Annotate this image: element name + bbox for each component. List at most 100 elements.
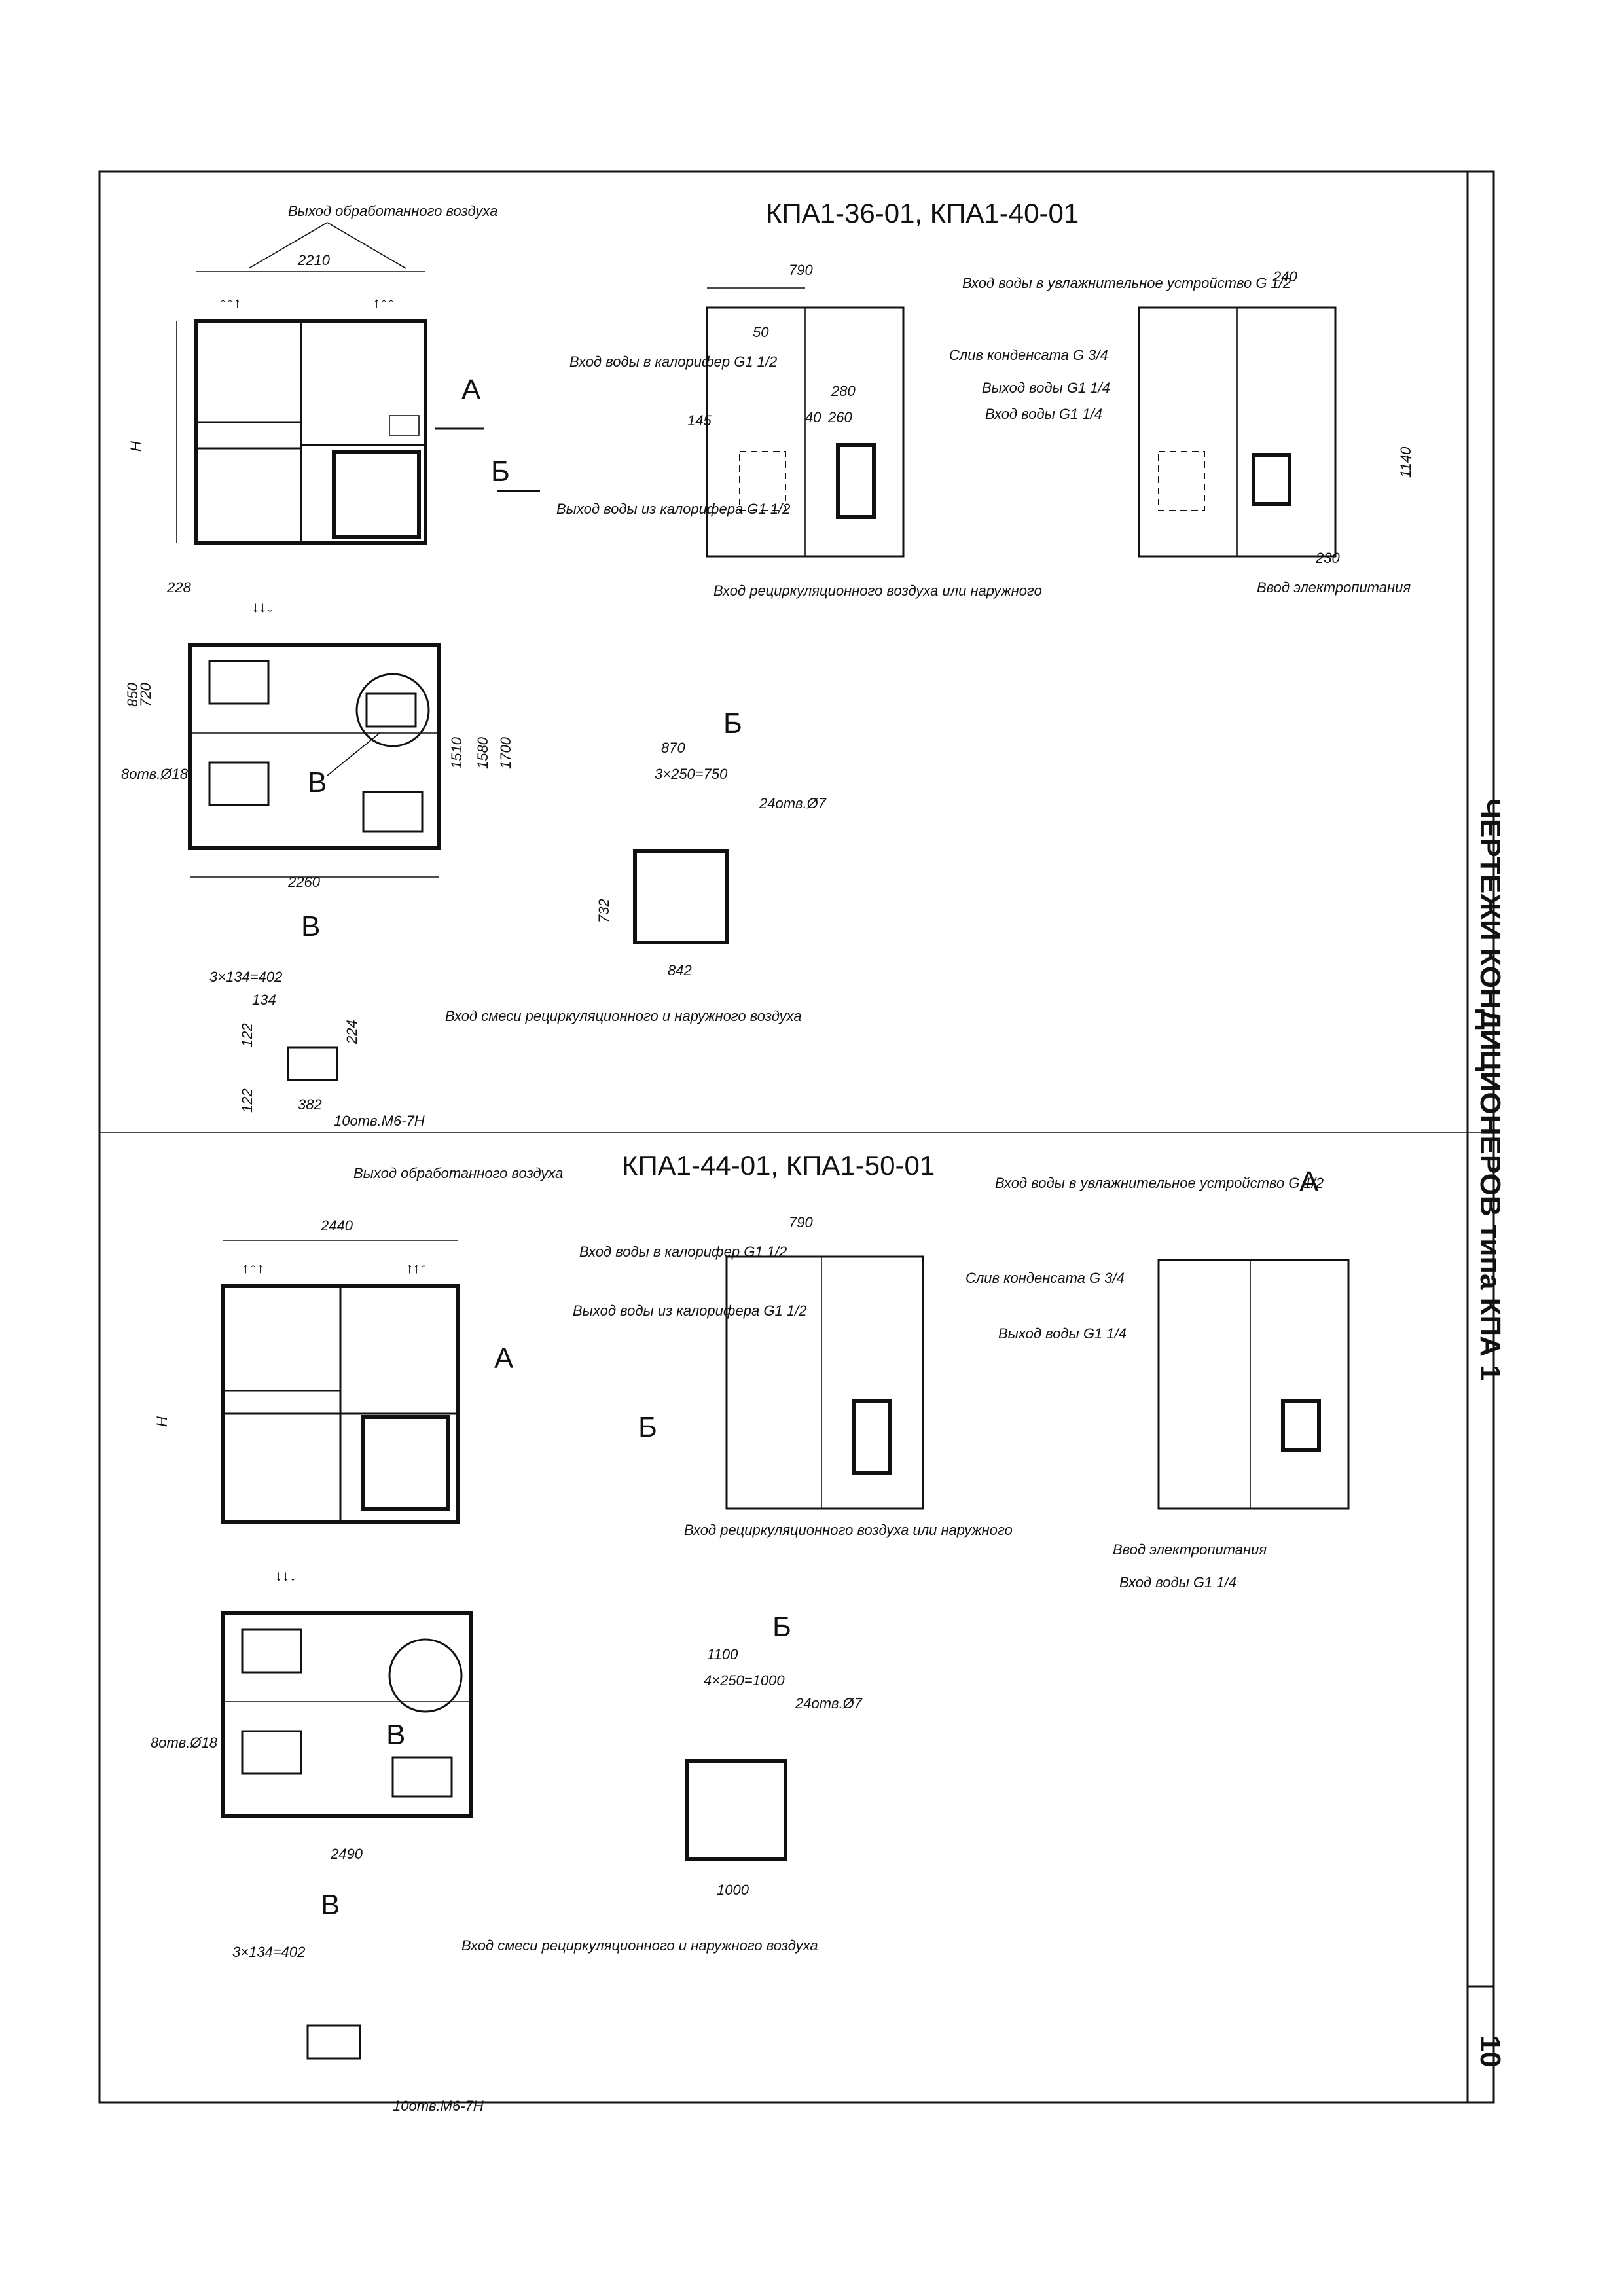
bottom-arrows-right: ↑↑↑ [406,1260,427,1276]
bottom-plan-opening-3 [391,1756,453,1798]
top-dim-3x134: 3×134=402 [209,969,282,985]
bottom-section-B-label: Б [772,1611,791,1643]
top-plan-view: 228 ↓↓↓ В 850 720 1510 1580 1700 8отв.Ø1… [121,579,514,942]
bottom-detail-V-rect [306,2024,361,2060]
bottom-mix-inlet: Вход смеси рециркуляционного и наружного… [461,1937,818,1954]
top-dim-122a: 122 [239,1023,255,1047]
top-dim-228: 228 [166,579,191,596]
top-front-flange [332,450,421,539]
top-side-view-B: 240 Вход воды в увлажнительное устройств… [949,268,1414,596]
bottom-plan-detail-circle [388,1638,463,1713]
bottom-dim-3x134: 3×134=402 [232,1944,305,1960]
bottom-dim-2440: 2440 [320,1217,353,1234]
bottom-dim-2490: 2490 [330,1846,363,1862]
bottom-front-view: Выход обработанного воздуха 2440 ↑↑↑ ↑↑↑… [154,1165,563,1524]
top-dim-224: 224 [344,1020,360,1045]
top-dim-732: 732 [596,899,612,923]
top-dim-850: 850 [124,683,141,707]
top-side-B-coil [1252,453,1291,506]
bottom-dim-1000: 1000 [717,1882,749,1898]
bottom-humid-water-in: Вход воды в увлажнительное устройство G … [995,1175,1324,1191]
top-plan-opening-3 [362,791,424,833]
top-dim-1140: 1140 [1398,446,1414,478]
top-detail-V-rect [287,1046,338,1081]
bottom-plan-view: ↓↓↓ В 8отв.Ø18 2490 В [151,1568,473,1921]
top-section-B: Б 870 3×250=750 24отв.Ø7 842 732 Вход см… [445,708,827,1024]
bottom-side-view-B: А Вход воды в увлажнительное устройство … [965,1166,1350,1590]
top-water-in-14: Вход воды G1 1/4 [985,406,1102,422]
top-dim-842: 842 [668,962,692,978]
bottom-front-flange [361,1415,450,1511]
bottom-view-label-A: А [494,1342,514,1374]
top-water-in-heater: Вход воды в калорифер G1 1/2 [569,353,777,370]
top-arrows-left: ↑↑↑ [219,295,241,311]
top-plan-arrows: ↓↓↓ [252,599,274,615]
bottom-dim-4x250: 4×250=1000 [704,1672,785,1689]
top-dim-790: 790 [789,262,813,278]
top-title: КПА1-36-01, КПА1-40-01 [766,198,1079,228]
top-dim-134: 134 [252,992,276,1008]
top-dim-2260: 2260 [287,874,321,890]
bottom-side-body [725,1255,924,1510]
top-view-label-B: Б [491,456,510,488]
bottom-water-out-heater: Выход воды из калорифера G1 1/2 [573,1302,806,1319]
bottom-dim-1100: 1100 [707,1646,738,1662]
top-dim-720: 720 [137,683,154,707]
bottom-water-out-14: Выход воды G1 1/4 [998,1325,1127,1342]
bottom-side-B-label: А [1299,1166,1319,1198]
top-side-view-A: 790 Вход воды в калорифер G1 1/2 Выход в… [556,262,1042,599]
top-control-panel [389,415,420,436]
top-front-body [194,319,427,545]
top-power-in: Ввод электропитания [1257,579,1411,596]
bottom-section-B-flange [685,1759,787,1861]
bottom-power-in: Ввод электропитания [1113,1541,1267,1558]
bottom-side-B-body [1157,1259,1350,1510]
bottom-holes-24: 24отв.Ø7 [795,1695,863,1712]
top-mix-inlet: Вход смеси рециркуляционного и наружного… [445,1008,802,1024]
bottom-water-in-14: Вход воды G1 1/4 [1119,1574,1236,1590]
bottom-plan-opening-1 [241,1628,302,1674]
top-dim-280: 280 [831,383,856,399]
bottom-condensate: Слив конденсата G 3/4 [965,1270,1125,1286]
top-dim-1580: 1580 [475,736,491,769]
top-front-view: Выход обработанного воздуха 2210 ↑↑↑ ↑↑↑… [128,203,540,545]
top-plan-opening-2 [208,761,270,806]
bottom-arrows-left: ↑↑↑ [242,1260,264,1276]
bottom-side-view-A: 790 Вход воды в калорифер G1 1/2 Выход в… [573,1214,1013,1538]
top-dim-3x250: 3×250=750 [655,766,728,782]
sheet-frame [98,170,1495,2104]
bottom-plan-opening-2 [241,1730,302,1775]
bottom-plan-arrows: ↓↓↓ [275,1568,297,1584]
top-humid-water-in: Вход воды в увлажнительное устройство G … [962,275,1291,291]
top-detail-V: 3×134=402 134 382 122 122 224 10отв.М6-7… [209,969,425,1129]
bottom-dim-H: H [154,1416,170,1427]
top-plan-detail-circle [355,673,430,747]
top-water-out-14: Выход воды G1 1/4 [982,380,1110,396]
top-plan-label-V: В [308,766,327,798]
bottom-section-B: Б 1100 4×250=1000 24отв.Ø7 1000 Вход сме… [461,1611,863,1954]
bottom-holes-18: 8отв.Ø18 [151,1734,218,1751]
top-dim-1510: 1510 [448,736,465,769]
top-condensate: Слив конденсата G 3/4 [949,347,1108,363]
bottom-side-coil [852,1399,892,1475]
top-dim-230: 230 [1315,550,1340,566]
top-dim-382: 382 [298,1096,322,1113]
bottom-side-B-coil [1281,1399,1321,1452]
bottom-recirc-inlet: Вход рециркуляционного воздуха или наруж… [684,1522,1013,1538]
top-water-out-heater: Выход воды из калорифера G1 1/2 [556,501,790,517]
bottom-plan-body [221,1611,473,1818]
bottom-label-V: В [321,1889,340,1921]
bottom-outlet-label: Выход обработанного воздуха [353,1165,563,1181]
bottom-plan-label-V: В [386,1719,405,1751]
bottom-title: КПА1-44-01, КПА1-50-01 [622,1150,935,1181]
top-dim-2210: 2210 [297,252,331,268]
top-section-B-flange [633,849,729,944]
top-side-coil [836,443,876,519]
bottom-view-label-B: Б [638,1411,657,1443]
sidebar-title: ЧЕРТЕЖИ КОНДИЦИОНЕРОВ типа КПА 1 [1474,798,1506,1381]
top-outlet-label: Выход обработанного воздуха [288,203,497,219]
bottom-dim-790: 790 [789,1214,813,1230]
bottom-holes-10: 10отв.М6-7Н [393,2098,484,2114]
top-holes-10: 10отв.М6-7Н [334,1113,425,1129]
